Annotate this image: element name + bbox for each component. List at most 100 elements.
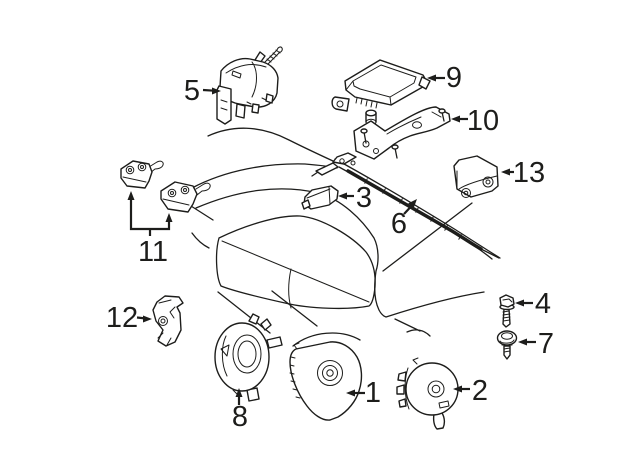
door-glass <box>215 215 376 310</box>
callout-7[interactable]: 7 <box>518 328 554 360</box>
sensor11a-edge <box>122 176 147 183</box>
callout-9-arrowhead <box>427 74 436 82</box>
callout-4-label[interactable]: 4 <box>535 288 551 320</box>
callout-4-arrowhead <box>515 299 524 307</box>
part-12-mounting-bracket <box>152 295 184 347</box>
airbag2-emblem-ring <box>427 380 445 398</box>
callout-5-label[interactable]: 5 <box>184 75 200 107</box>
screw4-head-facets <box>502 298 513 303</box>
callout-9[interactable]: 9 <box>427 62 462 94</box>
ecu-lid <box>345 64 417 109</box>
roofline-path <box>191 127 501 260</box>
callout-6-arrowhead <box>408 199 417 209</box>
callout-4[interactable]: 4 <box>515 288 551 320</box>
sensor13-boss-center <box>463 190 469 196</box>
callout-3[interactable]: 3 <box>338 182 372 214</box>
part-11-impact-sensors <box>120 160 211 213</box>
callout-3-label[interactable]: 3 <box>356 182 372 214</box>
callout-9-label[interactable]: 9 <box>446 62 462 94</box>
ecu-right-flange <box>418 76 431 90</box>
pin-head-icon <box>438 108 446 114</box>
callout-10[interactable]: 10 <box>451 105 499 137</box>
callout-11-arrowhead <box>127 191 135 200</box>
callout-2[interactable]: 2 <box>453 375 488 407</box>
part-6-curtain-airbag <box>311 152 500 259</box>
airbag2-emblem-center <box>431 384 441 394</box>
callout-1[interactable]: 1 <box>346 377 381 409</box>
sensor13-boss <box>482 176 494 188</box>
sensor11a-boss-center <box>128 168 132 172</box>
bracket-details <box>386 111 442 135</box>
callout-8-label[interactable]: 8 <box>232 401 248 433</box>
callout-12-label[interactable]: 12 <box>106 302 138 334</box>
fitting-bolt-icon <box>350 160 356 166</box>
sensor11b-body <box>160 181 198 213</box>
airbag1-body <box>289 341 363 421</box>
cartridge-details <box>306 186 331 205</box>
ecu-foot-top <box>365 109 377 117</box>
part-13-impact-sensor <box>453 155 499 198</box>
bracket12-grommet <box>158 316 168 326</box>
part-9-airbag-control-module <box>331 59 431 126</box>
sensor11a-boss <box>137 162 147 172</box>
airbag2-brackets <box>396 371 446 430</box>
callout-11[interactable]: 11 <box>127 191 173 268</box>
callout-7-label[interactable]: 7 <box>538 328 554 360</box>
callout-10-arrowhead <box>451 115 460 123</box>
callout-1-label[interactable]: 1 <box>365 377 381 409</box>
part-5-airbag-module <box>216 46 283 125</box>
car-body-outline <box>190 127 501 347</box>
body-contour-path <box>190 188 485 347</box>
sensor11a-nub <box>148 160 164 174</box>
ecu-body <box>344 59 429 106</box>
emblem-outer-ring <box>317 360 343 386</box>
bracket-body <box>353 106 451 160</box>
part-2-airbag-module <box>396 357 459 430</box>
clockspring-outer-ring <box>214 322 270 392</box>
part-3-gas-generator <box>301 185 339 210</box>
clockspring-tabs <box>246 313 283 402</box>
ecu-left-ear <box>331 96 350 112</box>
sensor11b-boss <box>167 188 177 198</box>
bracket12-grommet-center <box>160 318 166 324</box>
pin-head-icon <box>391 144 399 150</box>
callout-6-label[interactable]: 6 <box>391 208 407 240</box>
part-8-clockspring <box>214 313 283 402</box>
sensor11a-body <box>120 160 153 189</box>
airbag2-plate <box>404 357 419 410</box>
screw7-head-recess <box>501 332 513 340</box>
callout-13-label[interactable]: 13 <box>513 157 545 189</box>
module-details <box>220 61 267 111</box>
module-stem <box>264 46 283 65</box>
callout-5[interactable]: 5 <box>184 75 221 107</box>
curtain-tail <box>311 171 500 259</box>
callout-8-arrowhead <box>235 388 243 397</box>
cartridge-cap <box>301 199 311 210</box>
clockspring-inner-ring <box>232 334 262 374</box>
callout-7-arrowhead <box>518 338 527 346</box>
sensor11a-boss-center <box>140 165 144 169</box>
callout-11-bracket-line <box>129 199 171 236</box>
sensor11b-boss-center <box>183 188 187 192</box>
part-4-hex-screw <box>499 294 515 328</box>
bracket12-details <box>157 299 176 346</box>
callout-10-label[interactable]: 10 <box>467 105 499 137</box>
callout-13[interactable]: 13 <box>501 157 545 189</box>
callout-5-arrowhead <box>212 87 221 95</box>
callout-12[interactable]: 12 <box>106 302 152 334</box>
callout-8[interactable]: 8 <box>232 388 248 433</box>
screw4-threads <box>502 310 511 322</box>
sensor11b-boss <box>180 185 190 195</box>
emblem-mid-ring <box>322 365 338 381</box>
sensor11b-nub <box>195 182 211 196</box>
callout-2-label[interactable]: 2 <box>472 375 488 407</box>
sensor11b-boss-center <box>170 191 174 195</box>
screw7-head-line <box>499 339 515 344</box>
callout-13-arrowhead <box>501 168 510 176</box>
callout-11-label[interactable]: 11 <box>138 236 168 268</box>
module-bracket-plate <box>216 85 274 125</box>
sensor11b-edge <box>162 198 190 206</box>
callout-6[interactable]: 6 <box>391 199 417 240</box>
curtain-clips <box>364 178 462 240</box>
